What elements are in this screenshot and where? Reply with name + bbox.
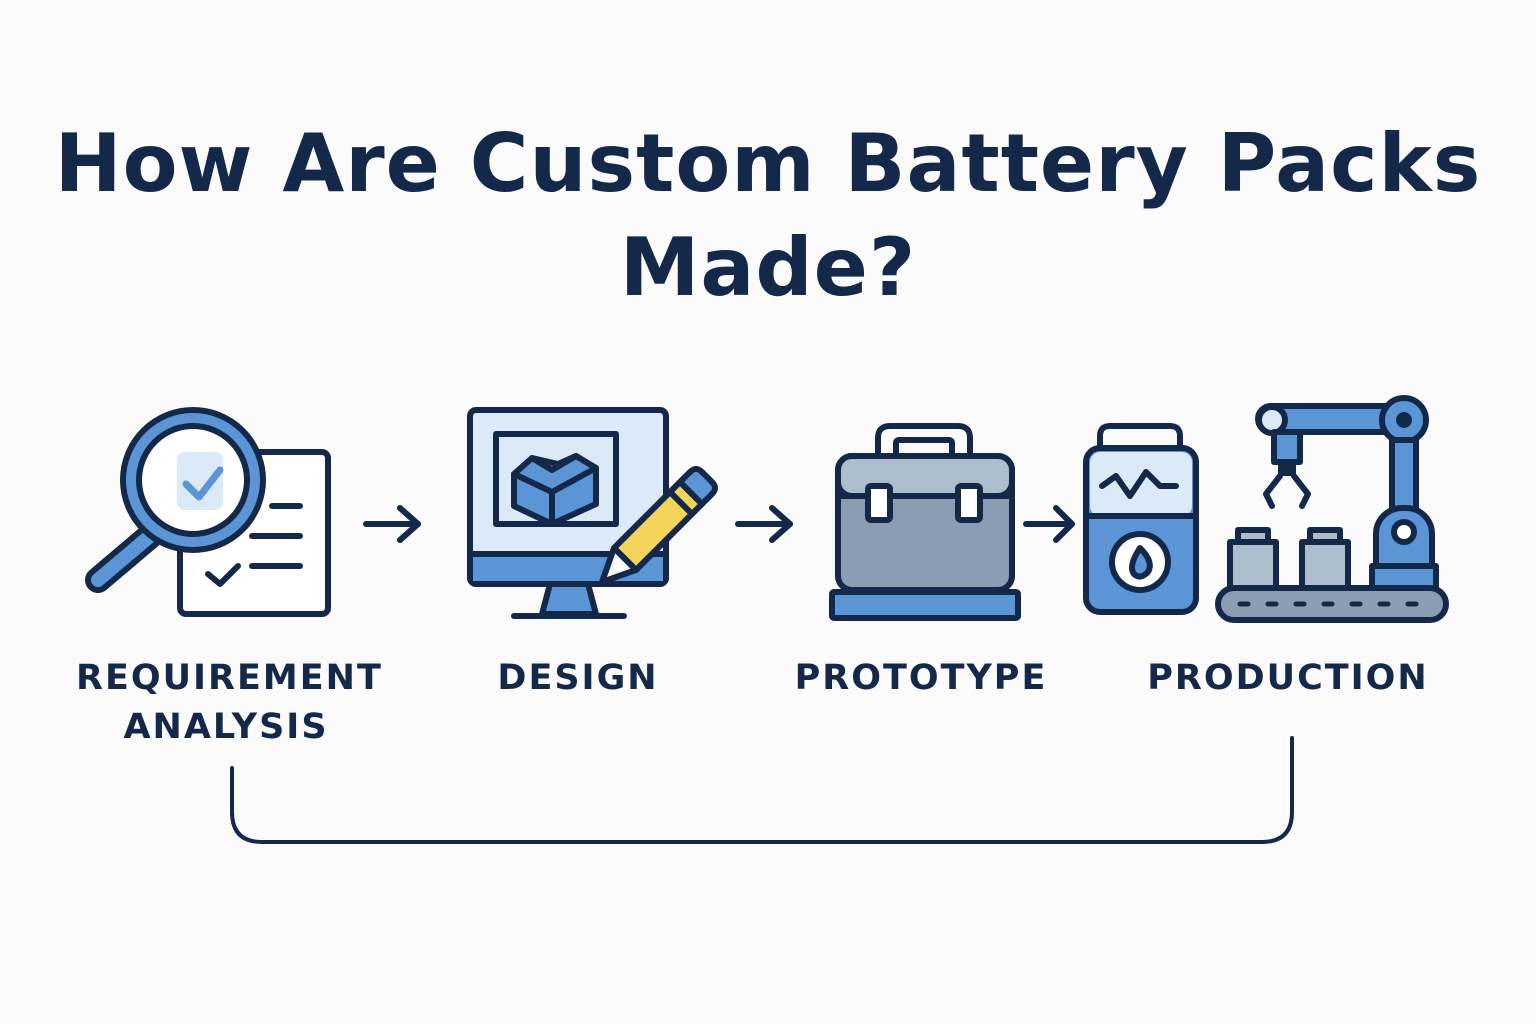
battery-case-and-tester-icon [829, 423, 1199, 621]
robot-arm-icon [1255, 395, 1439, 593]
loop-bracket [230, 736, 1294, 844]
monitor-cube-pencil-icon [467, 407, 718, 619]
arrow-icon [735, 505, 793, 543]
magnifier-icon [85, 407, 266, 593]
step-label-design: DESIGN [468, 654, 688, 703]
magnifier-checklist-icon [85, 407, 331, 617]
battery-tester-icon [1083, 423, 1199, 615]
battery-cells-icon [1227, 527, 1351, 591]
step-label-prototype: PROTOTYPE [790, 654, 1052, 703]
battery-case-icon [829, 423, 1021, 621]
step-label-design-text: DESIGN [497, 658, 659, 698]
robot-arm-conveyor-icon [1215, 395, 1449, 623]
page-title-line-2: Made? [619, 221, 917, 314]
step-label-requirement-analysis-line-2: ANALYSIS [123, 707, 329, 747]
step-label-production-text: PRODUCTION [1147, 658, 1429, 698]
step-label-requirement-analysis-line-1: REQUIREMENT [76, 658, 383, 698]
arrow-icon [363, 505, 421, 543]
page-title: How Are Custom Battery Packs Made? [0, 112, 1536, 320]
conveyor-belt-icon [1215, 585, 1449, 623]
step-label-production: PRODUCTION [1140, 654, 1436, 703]
pencil-icon [599, 466, 718, 585]
step-label-prototype-text: PROTOTYPE [794, 658, 1048, 698]
cube-icon [511, 453, 599, 527]
page-title-line-1: How Are Custom Battery Packs [54, 117, 1482, 210]
arrow-icon [1023, 505, 1075, 543]
step-label-requirement-analysis: REQUIREMENT ANALYSIS [76, 654, 383, 752]
